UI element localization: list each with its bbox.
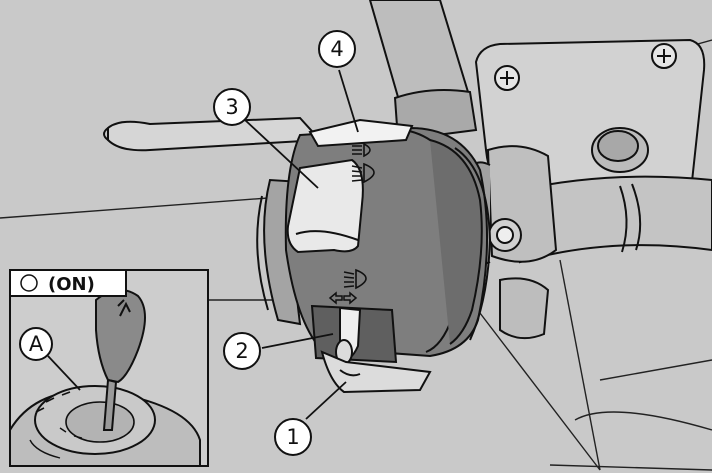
horn-button [320, 350, 432, 394]
high-beam-indicator-icon [352, 142, 371, 158]
handlebar [519, 175, 712, 264]
low-beam-indicator-lower-icon [343, 268, 367, 290]
callout-1-label: 1 [286, 425, 299, 449]
marker-a: A [19, 327, 81, 391]
callout-3-label: 3 [225, 95, 238, 119]
callout-2-label: 2 [235, 339, 248, 363]
turn-signal-arrows-icon [328, 291, 358, 305]
brake-lever [103, 116, 323, 152]
callout-1: 1 [274, 418, 312, 456]
leader-lines [244, 69, 359, 420]
ignition-key [95, 289, 146, 431]
callout-2: 2 [223, 332, 261, 370]
turn-signal-switch [310, 304, 398, 365]
callout-4-label: 4 [330, 37, 343, 61]
callout-3: 3 [213, 88, 251, 126]
ignition-inset: A (ON) [9, 269, 209, 467]
inset-mode-label: (ON) [48, 274, 95, 295]
callout-4: 4 [318, 30, 356, 68]
low-beam-indicator-icon [351, 162, 375, 184]
dimmer-switch-face [286, 158, 364, 254]
lever-bracket [368, 0, 478, 142]
on-circle-icon [20, 274, 38, 292]
marker-a-label: A [29, 332, 44, 356]
inset-header: (ON) [9, 269, 127, 297]
